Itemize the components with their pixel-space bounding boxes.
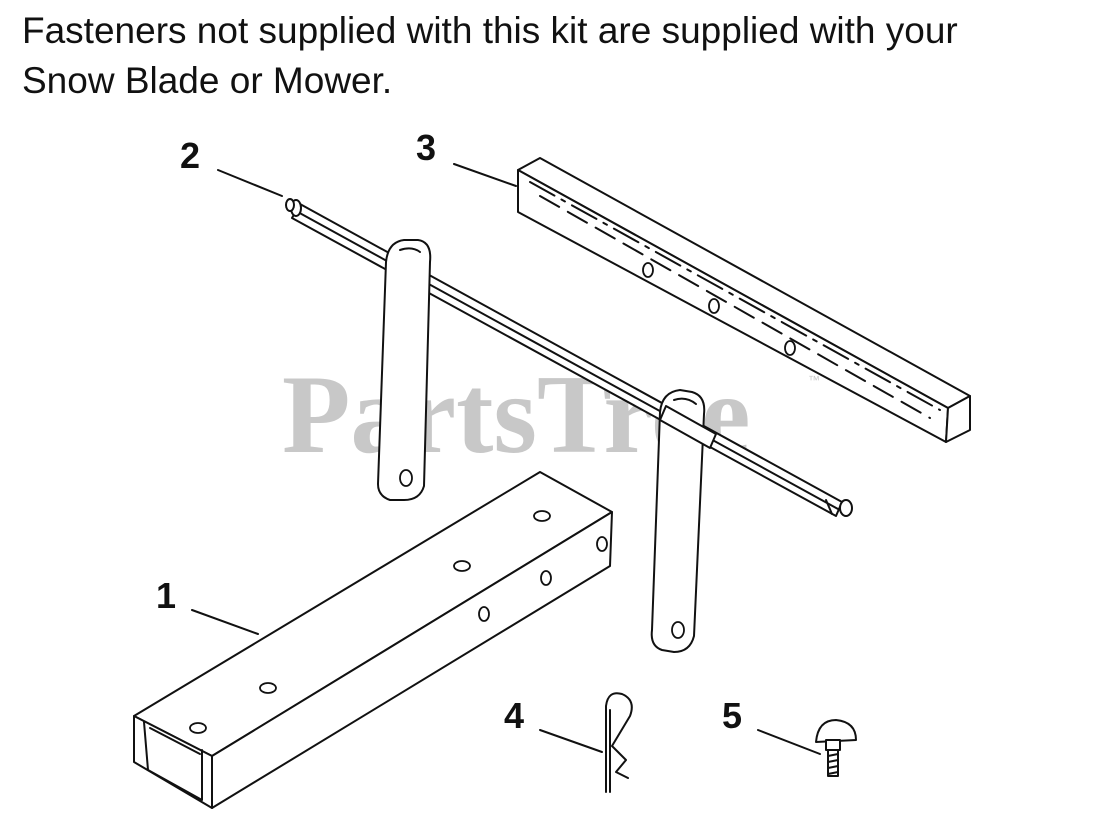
callout-5: 5	[722, 695, 742, 736]
part-4-hairpin-clip	[605, 692, 633, 793]
fastener-note-line-2: Snow Blade or Mower.	[22, 60, 393, 101]
callout-3: 3	[416, 127, 436, 168]
part-1-channel	[133, 471, 613, 809]
tube-hole-1	[642, 262, 654, 278]
leader-line-5	[757, 729, 821, 755]
part-2-axle-assembly	[285, 198, 853, 653]
leader-line-4	[539, 729, 603, 753]
fastener-note-line-1: Fasteners not supplied with this kit are…	[22, 10, 958, 51]
part-5-carriage-bolt	[815, 719, 857, 777]
callout-4: 4	[504, 695, 524, 736]
fastener-note: Fasteners not supplied with this kit are…	[22, 6, 1112, 106]
callout-1: 1	[156, 575, 176, 616]
leader-line-2	[217, 169, 283, 197]
tube-hole-3	[784, 340, 796, 356]
leader-line-1	[191, 609, 259, 635]
leader-line-3	[453, 163, 517, 187]
tube-hole-2	[708, 298, 720, 314]
watermark-trademark: ™	[808, 373, 820, 387]
callout-2: 2	[180, 135, 200, 176]
part-3-square-tube	[517, 157, 971, 443]
